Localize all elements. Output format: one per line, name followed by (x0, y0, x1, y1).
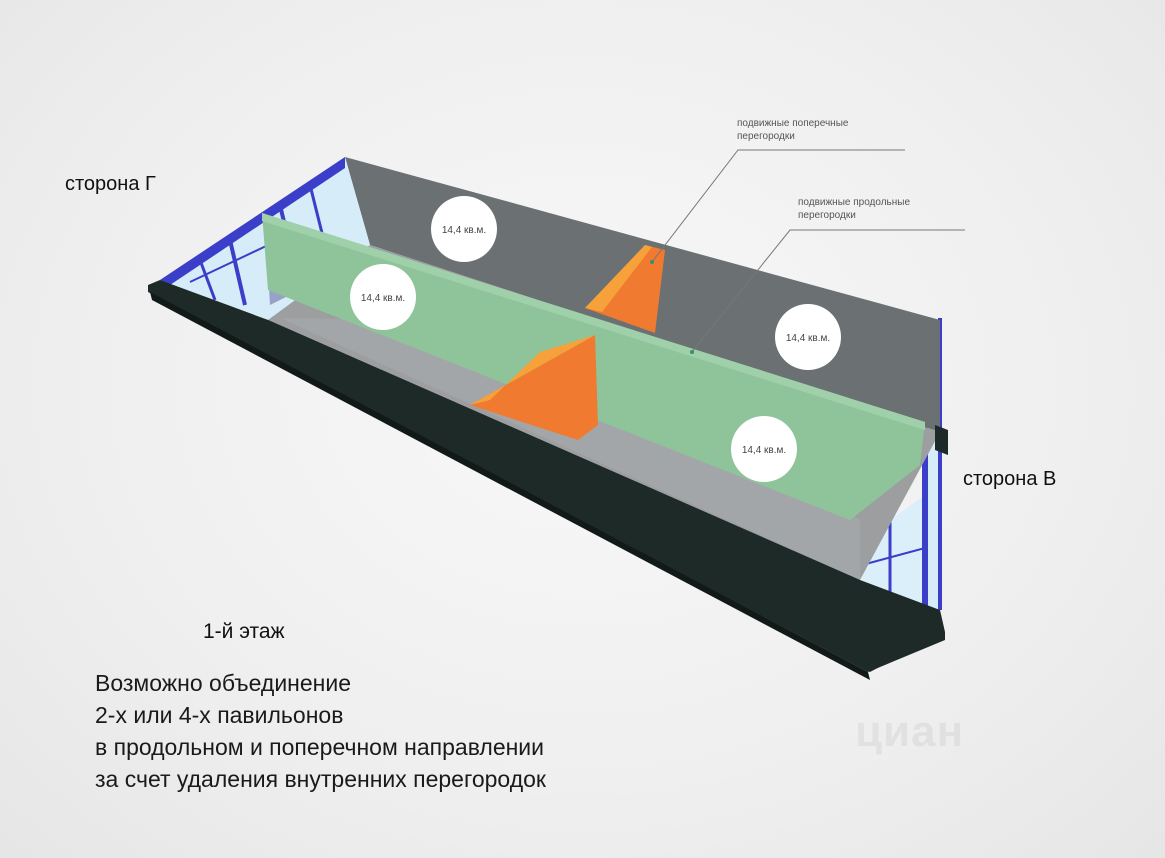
description-line: Возможно объединение (95, 670, 351, 696)
transverse-partition-back (585, 245, 665, 333)
area-marker-2: 14,4 кв.м. (350, 264, 416, 330)
area-text-3: 14,4 кв.м. (786, 333, 830, 344)
callout-text: перегородки (737, 131, 795, 142)
floor-shadow (280, 318, 860, 580)
area-text-4: 14,4 кв.м. (742, 445, 786, 456)
callout-text: подвижные поперечные (737, 118, 849, 129)
area-marker-1: 14,4 кв.м. (431, 196, 497, 262)
callout-text: подвижные продольные (798, 197, 911, 208)
transverse-partition-front (470, 335, 598, 440)
longitudinal-partitions-callout: подвижные продольные перегородки (798, 196, 968, 222)
area-text-1: 14,4 кв.м. (442, 225, 486, 236)
watermark: циан (855, 707, 965, 756)
floor-label: 1-й этаж (203, 620, 285, 643)
description: Возможно объединение 2-х или 4-х павильо… (95, 667, 546, 795)
area-marker-3: 14,4 кв.м. (775, 304, 841, 370)
side-g-label: сторона Г (65, 173, 156, 195)
description-line: в продольном и поперечном направлении (95, 734, 545, 760)
callout-text: перегородки (798, 210, 856, 221)
transverse-partitions-callout: подвижные поперечные перегородки (737, 117, 907, 143)
side-v-label: сторона В (963, 468, 1057, 490)
area-marker-4: 14,4 кв.м. (731, 416, 797, 482)
description-line: за счет удаления внутренних перегородок (95, 766, 546, 792)
callout-lines (651, 149, 965, 353)
description-line: 2-х или 4-х павильонов (95, 702, 344, 728)
area-text-2: 14,4 кв.м. (361, 293, 405, 304)
